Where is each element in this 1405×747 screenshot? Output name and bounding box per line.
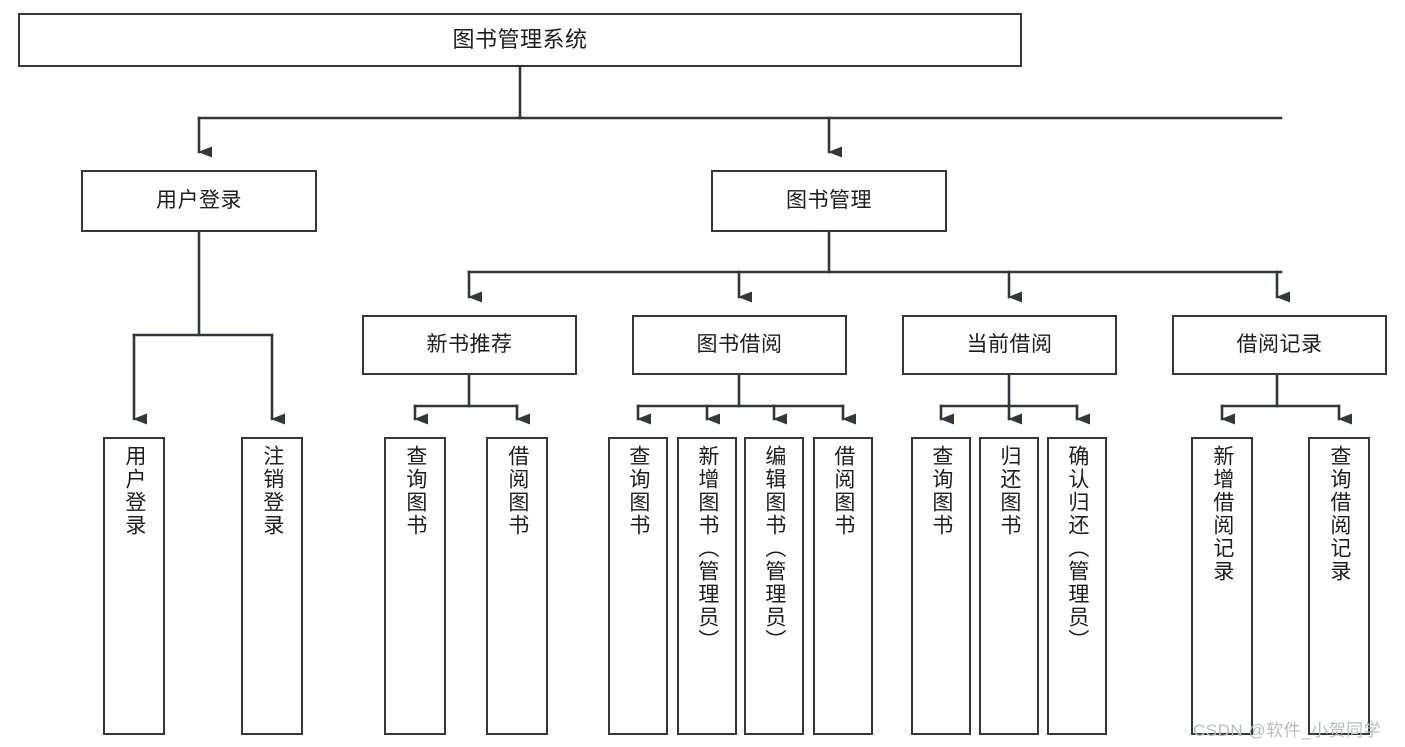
node-leaf-query-book-1[interactable]: 查询图书 xyxy=(384,437,446,735)
node-current-borrow[interactable]: 当前借阅 xyxy=(902,315,1117,375)
node-leaf-add-record[interactable]: 新增借阅记录 xyxy=(1191,437,1253,735)
node-label: 归还图书 xyxy=(997,445,1021,537)
node-label: 借阅记录 xyxy=(1236,333,1323,357)
node-leaf-query-book-3[interactable]: 查询图书 xyxy=(911,437,971,735)
node-label: 新增借阅记录 xyxy=(1210,445,1234,583)
node-new-book-recommend[interactable]: 新书推荐 xyxy=(362,315,577,375)
node-leaf-query-record[interactable]: 查询借阅记录 xyxy=(1308,437,1370,735)
node-label: 查询图书 xyxy=(626,445,650,537)
node-label: 确认归还（管理员） xyxy=(1065,445,1089,652)
node-label: 查询图书 xyxy=(403,445,427,537)
node-leaf-query-book-2[interactable]: 查询图书 xyxy=(608,437,668,735)
node-label: 图书管理系统 xyxy=(452,26,588,52)
node-label: 编辑图书（管理员） xyxy=(762,445,786,652)
node-book-management-system[interactable]: 图书管理系统 xyxy=(18,13,1022,67)
node-label: 注销登录 xyxy=(260,445,284,537)
node-label: 查询图书 xyxy=(929,445,953,537)
node-leaf-add-book[interactable]: 新增图书（管理员） xyxy=(677,437,737,735)
node-leaf-borrow-book-1[interactable]: 借阅图书 xyxy=(486,437,548,735)
node-book-manage[interactable]: 图书管理 xyxy=(711,170,947,232)
node-label: 新书推荐 xyxy=(426,333,513,357)
node-label: 借阅图书 xyxy=(505,445,529,537)
node-label: 图书管理 xyxy=(786,189,872,213)
node-label: 图书借阅 xyxy=(696,333,783,357)
node-book-borrow[interactable]: 图书借阅 xyxy=(632,315,847,375)
node-leaf-edit-book[interactable]: 编辑图书（管理员） xyxy=(744,437,804,735)
node-borrow-record[interactable]: 借阅记录 xyxy=(1172,315,1387,375)
node-leaf-borrow-book-2[interactable]: 借阅图书 xyxy=(813,437,873,735)
node-label: 借阅图书 xyxy=(831,445,855,537)
node-leaf-logout-login[interactable]: 注销登录 xyxy=(241,437,303,735)
node-leaf-user-login[interactable]: 用户登录 xyxy=(103,437,165,735)
csdn-watermark: CSDN @软件_小贺同学 xyxy=(1193,721,1382,740)
node-leaf-confirm-return[interactable]: 确认归还（管理员） xyxy=(1047,437,1107,735)
node-label: 新增图书（管理员） xyxy=(695,445,719,652)
node-label: 用户登录 xyxy=(156,189,242,213)
node-label: 用户登录 xyxy=(122,445,146,537)
node-label: 查询借阅记录 xyxy=(1327,445,1351,583)
node-label: 当前借阅 xyxy=(966,333,1053,357)
node-user-login[interactable]: 用户登录 xyxy=(81,170,317,232)
node-leaf-return-book[interactable]: 归还图书 xyxy=(979,437,1039,735)
